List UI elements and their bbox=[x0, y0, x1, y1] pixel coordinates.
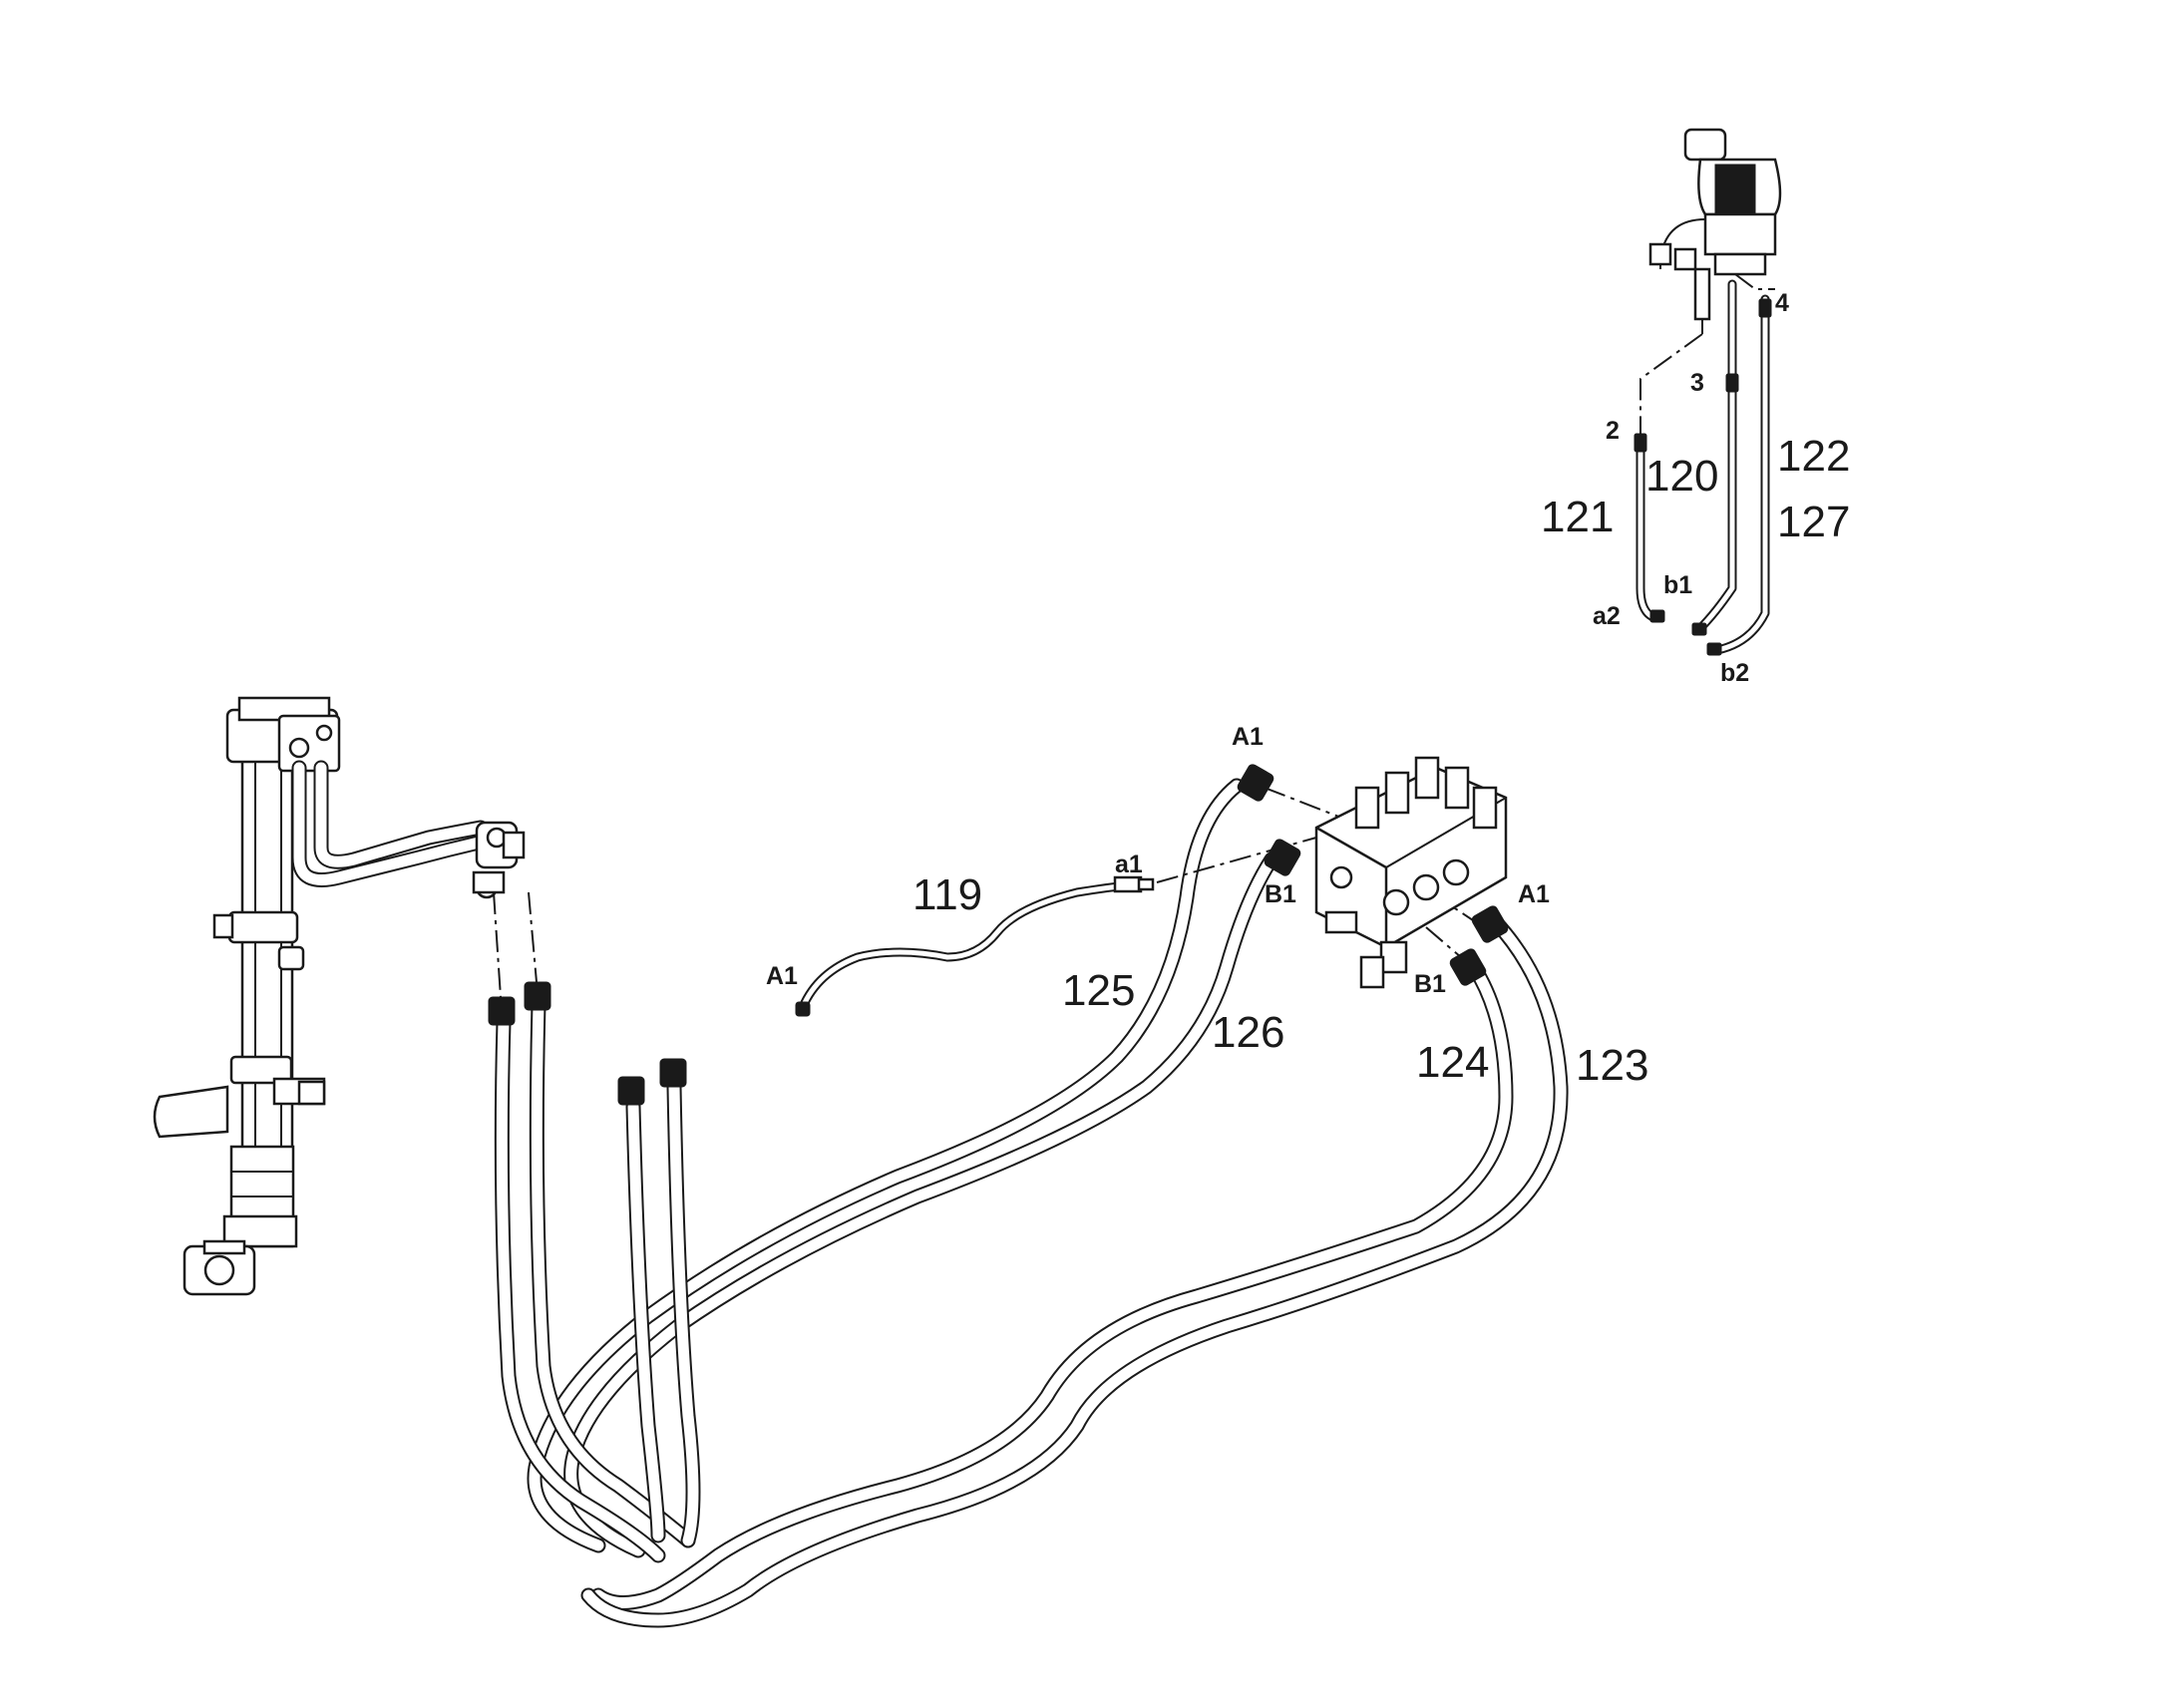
port-label-4: 4 bbox=[1775, 289, 1789, 317]
part-number-126: 126 bbox=[1212, 1008, 1284, 1057]
leader-cylinder-left bbox=[493, 891, 502, 998]
leader-joystick-2 bbox=[1639, 333, 1703, 434]
part-number-121: 121 bbox=[1541, 493, 1614, 541]
port-label-b2: b2 bbox=[1720, 659, 1749, 687]
port-label-2: 2 bbox=[1606, 417, 1620, 445]
hose-fittings-left bbox=[488, 981, 687, 1106]
port-label-A1-hose119: A1 bbox=[766, 962, 798, 990]
part-number-119: 119 bbox=[912, 870, 982, 919]
part-number-labels: 119 125 126 124 123 121 120 122 127 bbox=[912, 432, 1850, 1090]
joystick-controller bbox=[1648, 128, 1782, 334]
part-number-123: 123 bbox=[1576, 1041, 1648, 1090]
leader-cylinder-right bbox=[528, 891, 538, 983]
port-label-b1-joystick: b1 bbox=[1663, 571, 1692, 599]
cylinder-pipes bbox=[291, 760, 526, 899]
port-label-B1-valve-left: B1 bbox=[1265, 880, 1296, 908]
joystick-hoses bbox=[1634, 279, 1772, 656]
part-number-124: 124 bbox=[1416, 1038, 1489, 1087]
leader-a1-valve bbox=[1156, 837, 1317, 883]
port-label-3: 3 bbox=[1690, 369, 1704, 397]
port-label-a2: a2 bbox=[1593, 602, 1621, 630]
leader-B1-valve-bottom bbox=[1425, 926, 1462, 958]
leader-A1-valve-top bbox=[1264, 787, 1342, 819]
port-label-A1-valve-right: A1 bbox=[1518, 880, 1550, 908]
hydraulic-cylinder bbox=[153, 696, 341, 1296]
leader-joystick-4 bbox=[1734, 273, 1775, 290]
port-label-a1-hose119: a1 bbox=[1115, 851, 1143, 878]
long-hoses bbox=[494, 778, 1569, 1628]
part-number-120: 120 bbox=[1645, 452, 1718, 501]
part-number-122: 122 bbox=[1777, 432, 1850, 481]
part-number-127: 127 bbox=[1777, 498, 1850, 546]
part-number-125: 125 bbox=[1062, 966, 1135, 1015]
control-valve-block bbox=[1314, 756, 1508, 989]
valve-hose-fittings bbox=[1237, 764, 1509, 986]
hose-119 bbox=[795, 875, 1155, 1017]
port-label-A1-valve-top: A1 bbox=[1232, 723, 1264, 751]
port-labels: 2 3 4 a2 b1 b2 a1 A1 A1 B1 A1 B1 bbox=[766, 289, 1789, 998]
port-label-B1-valve-bottom: B1 bbox=[1414, 970, 1446, 998]
